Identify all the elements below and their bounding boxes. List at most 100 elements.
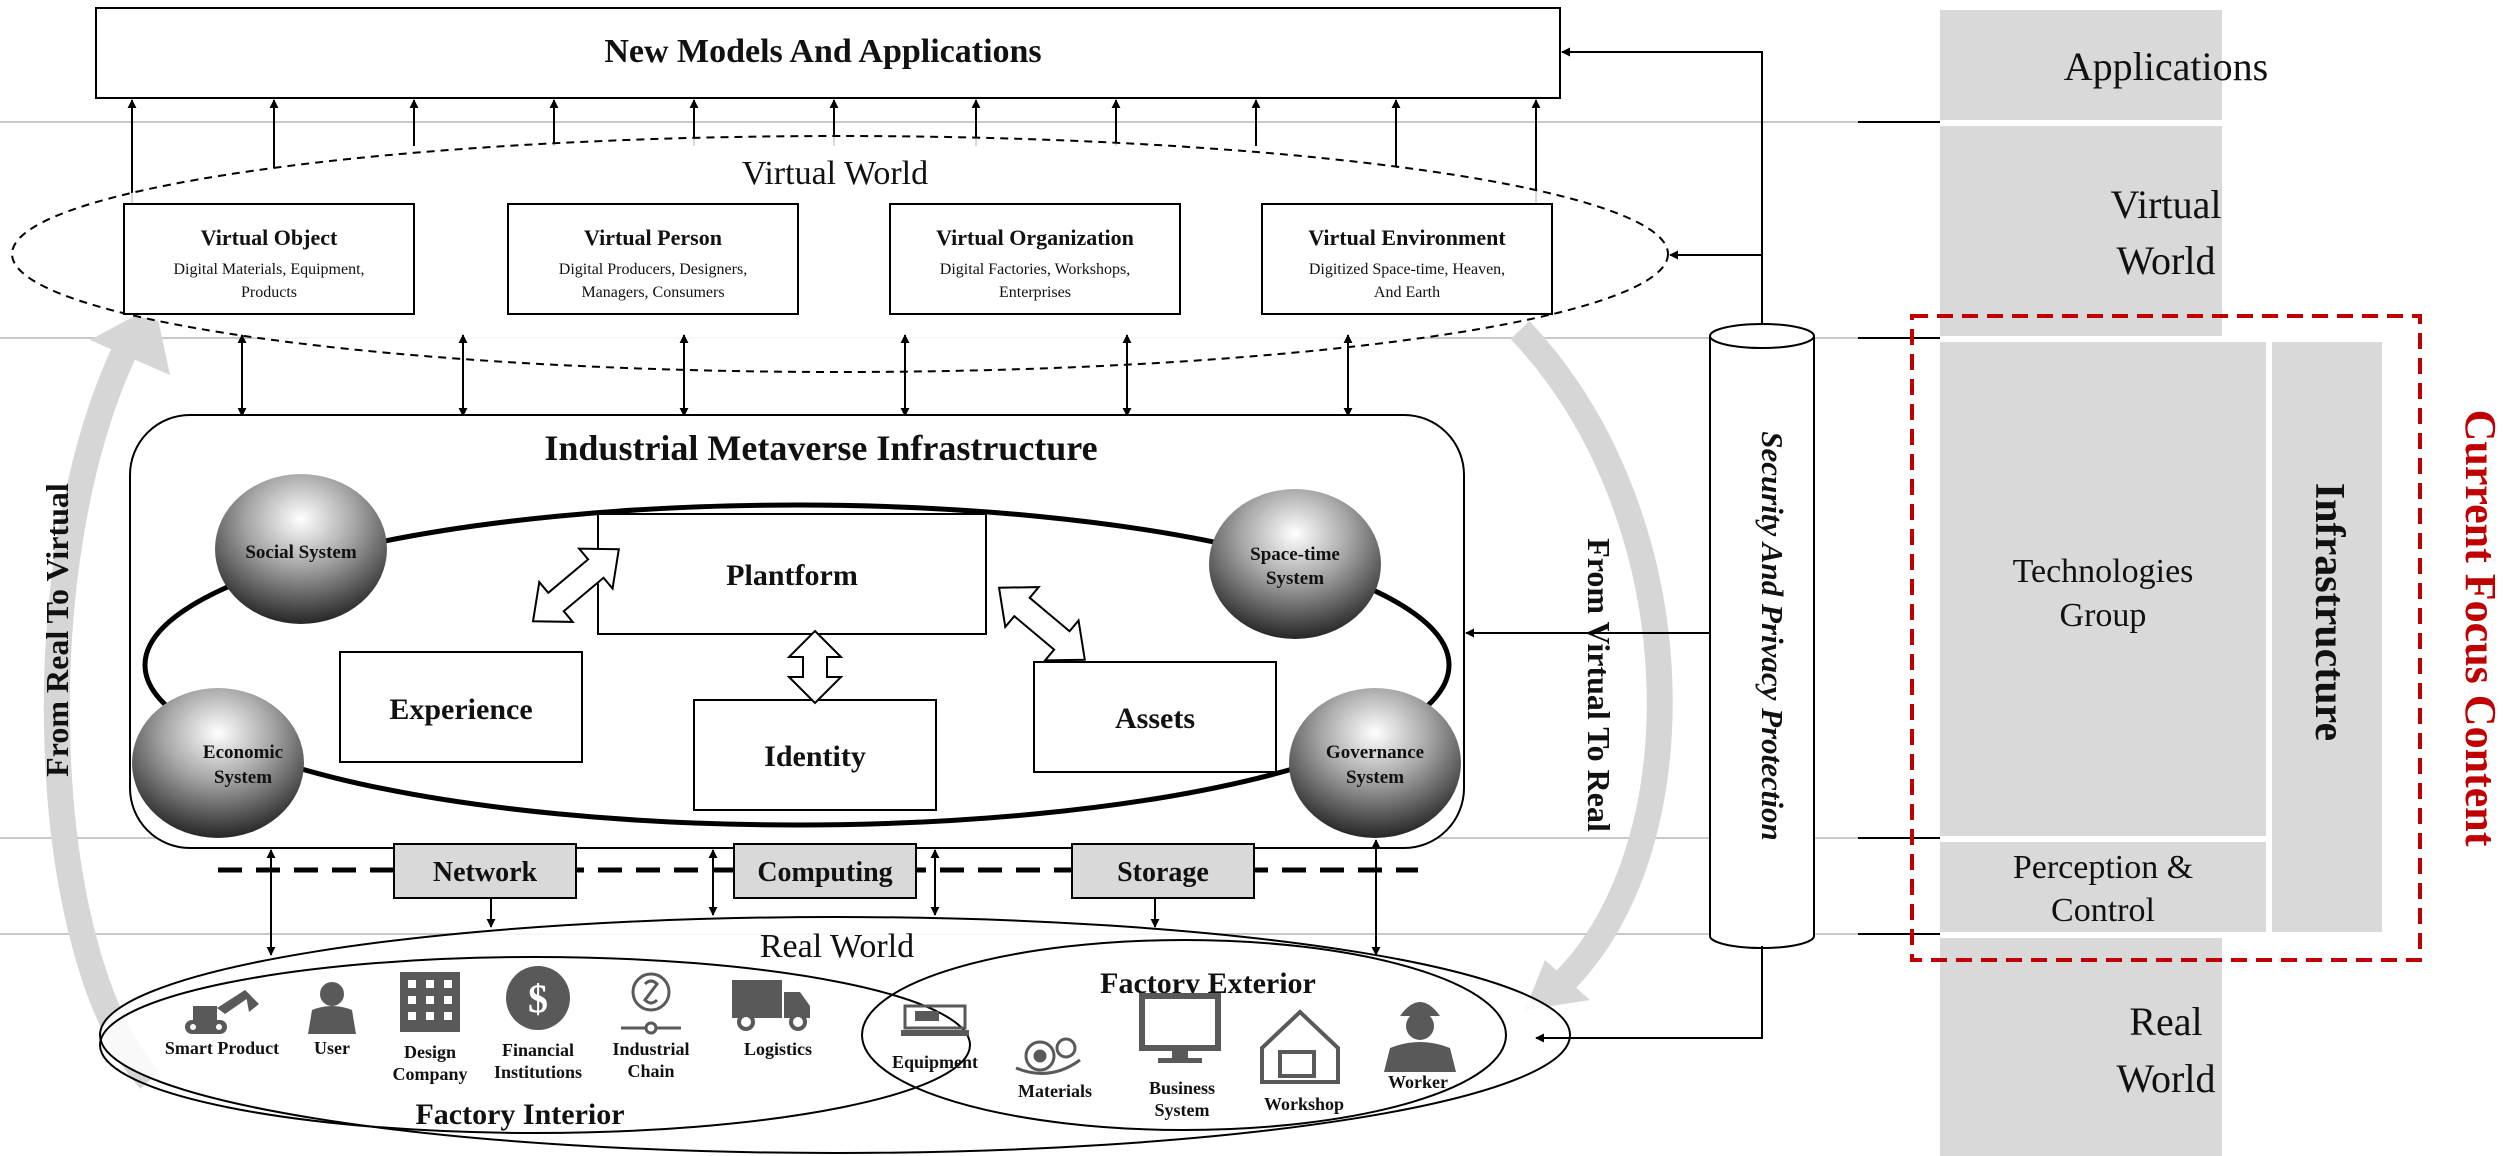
double-arrow-left [531, 547, 620, 623]
identity-box [693, 699, 937, 811]
security-cylinder [1709, 323, 1815, 949]
excavator-icon [185, 990, 259, 1034]
real-world-panel [1940, 938, 2222, 1156]
infrastructure-ring [142, 502, 1452, 828]
virtual-infra-arrows [237, 334, 1353, 417]
sidebar-applications: Applications [2064, 44, 2268, 89]
factory-interior-title: Factory Interior [415, 1098, 624, 1131]
infrastructure-title: Industrial Metaverse Infrastructure [544, 428, 1097, 468]
sidebar-connectors [1858, 121, 1940, 935]
virtual-box-desc: Digital Producers, Designers, [559, 261, 747, 278]
virtual-box-frame [123, 203, 415, 315]
item-label: Worker [1388, 1072, 1448, 1092]
virtual-box-desc: Digital Materials, Equipment, [173, 261, 364, 278]
virtual-box-desc: Products [241, 284, 297, 301]
left-arrowhead [90, 305, 170, 375]
item-label: User [314, 1038, 350, 1058]
from-real-to-virtual-label: From Real To Virtual [39, 483, 75, 777]
spacetime-system-label-2: System [1266, 568, 1324, 589]
double-arrow-right [997, 586, 1086, 662]
virtual-box-frame [507, 203, 799, 315]
building-icon [400, 972, 460, 1032]
item-label: Materials [1018, 1081, 1092, 1101]
item-label: Chain [627, 1061, 674, 1081]
virtual-box-frame [1261, 203, 1553, 315]
item-label: Financial [502, 1040, 574, 1060]
social-system-label: Social System [245, 542, 357, 563]
item-label: Logistics [744, 1039, 812, 1059]
interior-icons: $ [185, 966, 810, 1035]
current-focus-frame [1910, 314, 2422, 962]
item-label: Company [392, 1064, 467, 1084]
infra-real-arrows [266, 839, 1381, 956]
sidebar-perception-2: Control [2051, 892, 2155, 929]
machine-icon [901, 1004, 969, 1036]
virtual-box-desc: Digitized Space-time, Heaven, [1309, 261, 1505, 278]
storage-box [1071, 843, 1255, 899]
sidebar-real-1: Real [2129, 999, 2202, 1044]
virtual-world-ellipse [11, 135, 1669, 373]
user-icon [308, 982, 356, 1034]
platform-label: Plantform [726, 559, 858, 592]
sidebar-perception-1: Perception & [2013, 849, 2193, 886]
virtual-box-desc: Managers, Consumers [581, 284, 724, 301]
worker-icon [1384, 1002, 1456, 1072]
identity-label: Identity [764, 740, 866, 773]
right-arrowhead [1525, 960, 1590, 1010]
storage-label: Storage [1117, 857, 1209, 888]
sidebar-virtual-1: Virtual [2111, 182, 2222, 227]
governance-system-label-1: Governance [1326, 742, 1424, 763]
item-label: Industrial [612, 1039, 689, 1059]
governance-system-sphere [1289, 688, 1461, 838]
technologies-panel [1940, 342, 2266, 836]
item-label: Smart Product [165, 1038, 279, 1058]
applications-panel [1940, 10, 2222, 120]
gears-icon [1015, 1037, 1081, 1075]
factory-exterior-ellipse [861, 939, 1507, 1131]
virtual-world-label: Virtual World [742, 155, 928, 192]
diagram-title: New Models And Applications [604, 33, 1041, 70]
resource-boxes [393, 843, 1255, 899]
real-world-label: Real World [760, 928, 914, 965]
perception-panel [1940, 842, 2266, 932]
sidebar-technologies-1: Technologies [2013, 553, 2194, 590]
virtual-world-panel [1940, 126, 2222, 336]
assets-label: Assets [1115, 702, 1195, 735]
governance-system-label-2: System [1346, 767, 1404, 788]
right-cycle-arrow [1510, 321, 1673, 1000]
double-arrows [531, 547, 1086, 705]
exterior-icons [901, 993, 1456, 1084]
title-box [95, 7, 1561, 99]
computing-label: Computing [757, 857, 892, 888]
virtual-box-title: Virtual Object [201, 225, 338, 250]
spacetime-system-label-1: Space-time [1250, 544, 1340, 565]
sidebar-real-2: World [2117, 1056, 2216, 1101]
sidebar [1940, 10, 2382, 1156]
item-label: Design [404, 1042, 456, 1062]
virtual-box-desc: Enterprises [999, 284, 1071, 301]
item-label: System [1155, 1100, 1210, 1120]
computing-box [733, 843, 917, 899]
item-label: Workshop [1264, 1094, 1344, 1114]
sidebar-infrastructure: Infrastructure [2306, 483, 2352, 741]
item-label: Business [1149, 1078, 1215, 1098]
network-label: Network [433, 857, 538, 888]
item-label: Institutions [494, 1062, 582, 1082]
experience-label: Experience [389, 693, 532, 726]
sidebar-technologies-2: Group [2060, 597, 2147, 634]
truck-icon [732, 980, 810, 1031]
left-cycle-arrow [43, 334, 160, 1089]
economic-system-label-1: Economic [203, 742, 283, 763]
monitor-icon [1139, 993, 1221, 1063]
infrastructure-panel [2272, 342, 2382, 932]
virtual-box-desc: And Earth [1374, 284, 1440, 301]
economic-system-sphere [132, 688, 304, 838]
security-connectors [1465, 47, 1763, 1043]
dollar-icon: $ [506, 966, 570, 1030]
sidebar-virtual-2: World [2117, 238, 2216, 283]
